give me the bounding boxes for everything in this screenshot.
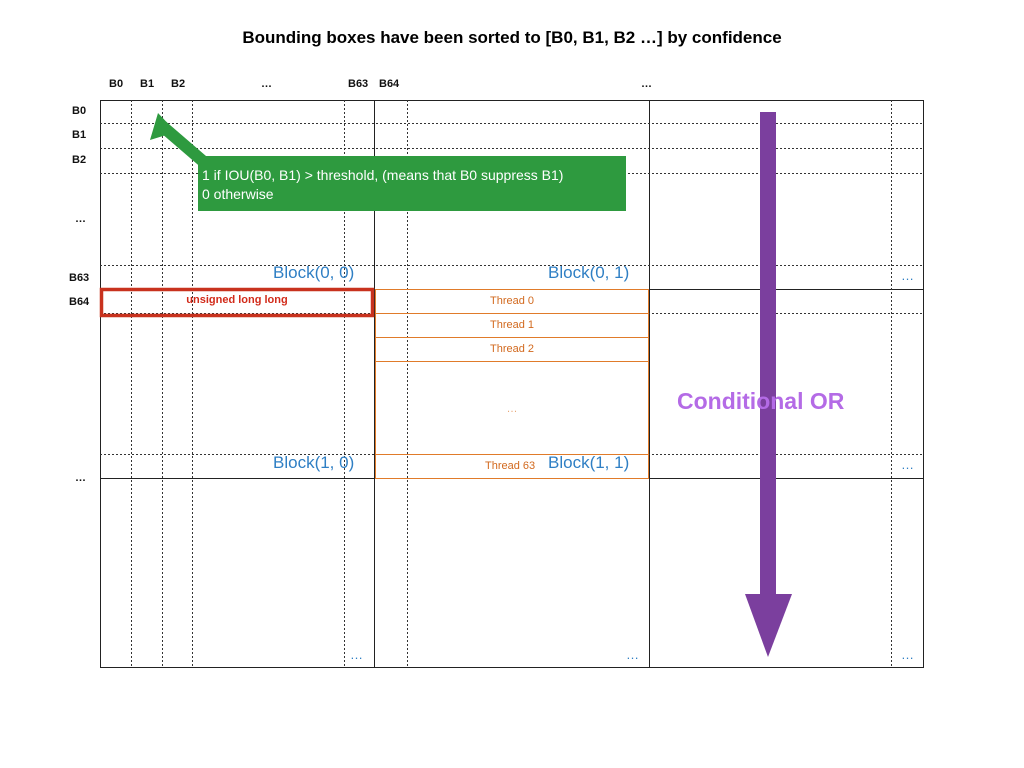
col-header-b64: B64 [379,78,400,90]
row-header-ellipsis-2: … [75,472,86,484]
col-header-b63: B63 [348,78,369,90]
annotation-arrow-shaft [158,121,209,168]
unsigned-long-long-label: unsigned long long [186,294,288,306]
row-header-b0: B0 [72,105,87,117]
thread-label-0: Thread 0 [489,295,535,307]
annotation-box [198,156,626,211]
annotation-line-2: 0 otherwise [202,186,274,202]
thread-label-63: Thread 63 [485,460,536,472]
col-header-b1: B1 [140,78,155,90]
block-label-0-1: Block(0, 1) [548,263,630,282]
row-header-b63: B63 [69,272,90,284]
row-header-ellipsis: … [75,213,86,225]
row-header-b64: B64 [69,296,90,308]
purple-arrow-shaft [760,112,776,607]
col-header-ellipsis: … [261,78,272,90]
page-title: Bounding boxes have been sorted to [B0, … [242,28,782,47]
thread-row-63 [375,454,649,479]
conditional-or-label: Conditional OR [677,388,845,414]
thread-label-1: Thread 1 [489,319,535,331]
row-header-b2: B2 [72,154,87,166]
annotation-line-1: 1 if IOU(B0, B1) > threshold, (means tha… [202,167,564,183]
block-ellipsis: … [901,647,915,662]
grid-frame [100,100,924,668]
block-label-1-0: Block(1, 0) [273,453,355,472]
unsigned-long-long-box [99,287,375,318]
block-ellipsis: … [350,647,364,662]
block-label-1-1: Block(1, 1) [548,453,630,472]
block-ellipsis: … [626,647,640,662]
thread-rows [375,289,649,479]
annotation-text: 1 if IOU(B0, B1) > threshold, (means tha… [202,166,563,204]
block-ellipsis: … [901,268,915,283]
thread-label-2: Thread 2 [489,343,535,355]
col-header-b2: B2 [171,78,186,90]
col-header-b0: B0 [109,78,124,90]
block-ellipsis: … [901,457,915,472]
row-header-b1: B1 [72,129,87,141]
purple-arrow-head [745,594,792,657]
thread-label-ellipsis: … [506,403,518,415]
dotted-columns [131,100,892,668]
col-header-ellipsis-2: … [641,78,652,90]
block-label-0-0: Block(0, 0) [273,263,355,282]
